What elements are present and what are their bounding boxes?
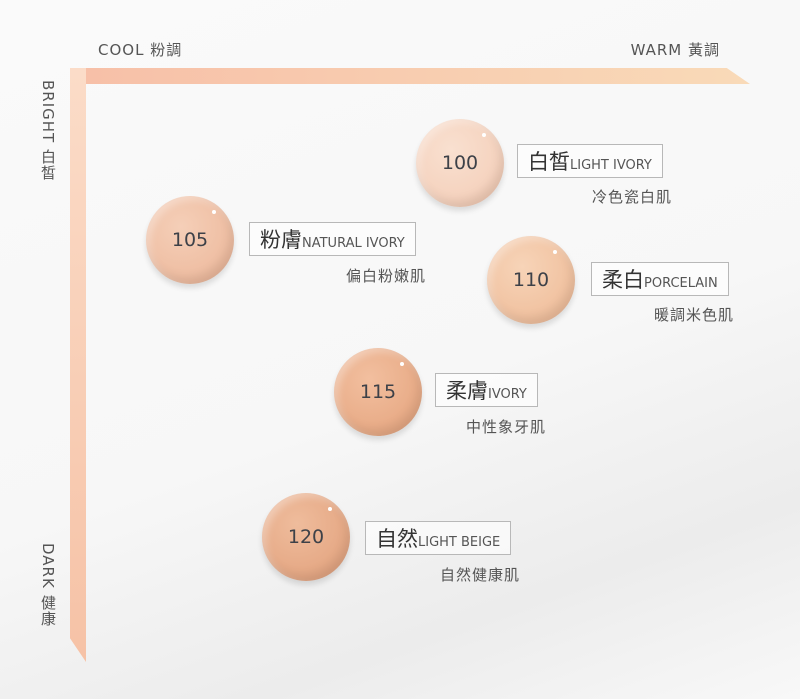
shade-desc-110: 暖調米色肌	[653, 306, 734, 324]
shade-name-en: IVORY	[488, 387, 527, 402]
shade-name-zh: 柔膚	[446, 379, 488, 403]
shade-desc-105: 偏白粉嫩肌	[345, 267, 426, 285]
shade-code: 100	[441, 152, 479, 174]
shade-name-en: PORCELAIN	[644, 276, 718, 291]
bright-axis-label: BRIGHT 白皙	[39, 80, 57, 181]
cool-axis-label: COOL 粉調	[98, 41, 183, 59]
shade-desc-100: 冷色瓷白肌	[591, 188, 672, 206]
shade-code: 115	[359, 381, 397, 403]
shade-desc-115: 中性象牙肌	[465, 418, 546, 436]
brightness-axis-bar	[70, 68, 86, 662]
shade-name-en: NATURAL IVORY	[302, 236, 405, 251]
shade-name-zh: 粉膚	[260, 228, 302, 252]
shade-swatch-115: 115	[334, 348, 422, 436]
shade-name-zh: 柔白	[602, 268, 644, 292]
warm-axis-label: WARM 黃調	[630, 41, 720, 59]
shade-name-en: LIGHT BEIGE	[418, 535, 501, 550]
shade-swatch-105: 105	[146, 196, 234, 284]
shade-code: 110	[512, 269, 550, 291]
shade-swatch-110: 110	[487, 236, 575, 324]
shade-swatch-120: 120	[262, 493, 350, 581]
shade-name-zh: 自然	[376, 527, 418, 551]
shade-code: 120	[287, 526, 325, 548]
shade-desc-120: 自然健康肌	[439, 566, 520, 584]
shade-code: 105	[171, 229, 209, 251]
shade-swatch-100: 100	[416, 119, 504, 207]
dark-axis-label: DARK 健康	[39, 543, 57, 627]
shade-name-en: LIGHT IVORY	[570, 158, 652, 173]
shade-name-zh: 白皙	[528, 150, 570, 174]
tone-axis-bar	[86, 68, 750, 84]
